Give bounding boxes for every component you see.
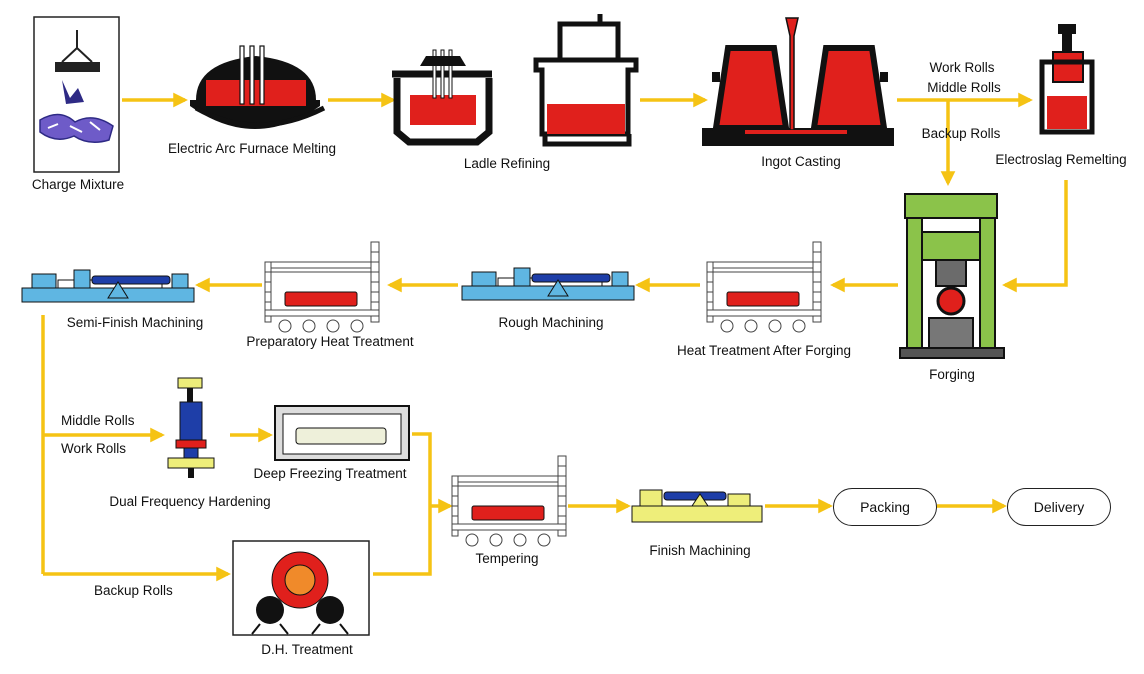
- heat-treatment-after-forging-label: Heat Treatment After Forging: [676, 343, 852, 358]
- arrow-esr-to-forging: [1002, 180, 1068, 293]
- ladle-icon: [392, 49, 493, 146]
- forging-label: Forging: [929, 367, 975, 382]
- dh-treatment-label: D.H. Treatment: [261, 642, 353, 657]
- lathe-icon: [461, 267, 635, 301]
- flow-arrows: [41, 92, 1068, 582]
- heat-treatment-furnace-icon: [264, 241, 380, 333]
- branch-backup-rolls-top: Backup Rolls: [921, 126, 1001, 141]
- ladle-refining-label: Ladle Refining: [463, 156, 551, 171]
- dual-frequency-hardening-label: Dual Frequency Hardening: [109, 494, 271, 509]
- heat-treatment-furnace-icon: [451, 455, 567, 547]
- preparatory-heat-treatment-label: Preparatory Heat Treatment: [246, 334, 414, 349]
- arrow-freezing-merge: [373, 432, 432, 576]
- branch-backup-rolls-bottom: Backup Rolls: [94, 583, 173, 598]
- ingot-casting-label: Ingot Casting: [761, 154, 841, 169]
- branch-work-rolls-top: Work Rolls: [929, 60, 995, 75]
- branch-middle-rolls-top: Middle Rolls: [927, 80, 1001, 95]
- tempering-label: Tempering: [475, 551, 539, 566]
- lathe-icon: [21, 269, 195, 303]
- branch-work-rolls-left: Work Rolls: [61, 441, 127, 456]
- branch-middle-rolls-left: Middle Rolls: [61, 413, 135, 428]
- finish-machining-label: Finish Machining: [649, 543, 751, 558]
- freezer-icon: [274, 405, 410, 461]
- vacuum-degasser-icon: [533, 14, 639, 147]
- semi-finish-machining-label: Semi-Finish Machining: [66, 315, 204, 330]
- forging-press-icon: [899, 193, 1005, 359]
- charge-mixture-label: Charge Mixture: [31, 177, 125, 192]
- rough-machining-label: Rough Machining: [498, 315, 604, 330]
- hardening-machine-icon: [167, 377, 215, 478]
- heat-treatment-furnace-icon: [706, 241, 822, 333]
- esr-furnace-icon: [1039, 24, 1095, 135]
- ingot-mould-icon: [702, 17, 894, 146]
- magnet-crane-icon: [33, 16, 120, 173]
- eaf-melting-label: Electric Arc Furnace Melting: [167, 141, 337, 156]
- dh-rolls-icon: [232, 540, 370, 636]
- electroslag-remelting-label: Electroslag Remelting: [995, 152, 1127, 167]
- delivery-node: Delivery: [1007, 488, 1111, 526]
- deep-freezing-treatment-label: Deep Freezing Treatment: [253, 466, 407, 481]
- lathe-icon: [631, 489, 763, 523]
- furnace-icon: [190, 45, 326, 129]
- packing-node: Packing: [833, 488, 937, 526]
